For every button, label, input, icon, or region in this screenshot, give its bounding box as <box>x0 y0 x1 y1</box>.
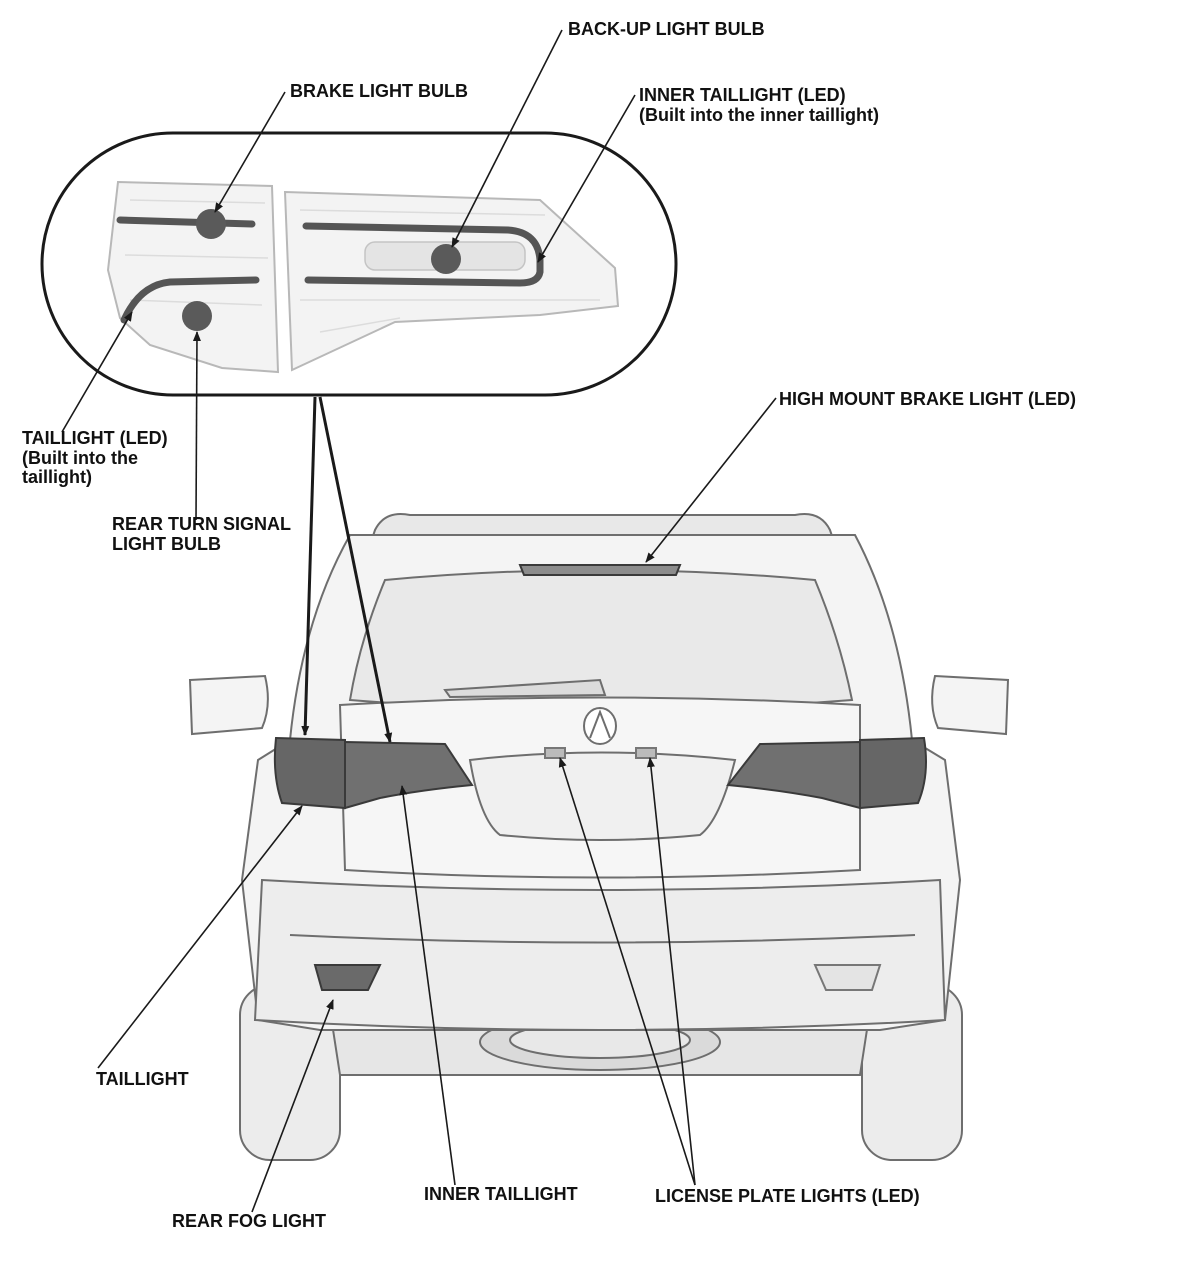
left-rear-fog-light <box>313 964 382 991</box>
inner-taillight-led-sublabel: (Built into the inner taillight) <box>639 105 879 125</box>
license-plate-lights-label: LICENSE PLATE LIGHTS (LED) <box>655 1186 920 1206</box>
right-rear-fog-light <box>813 964 882 991</box>
backup-light-bulb-label: BACK-UP LIGHT BULB <box>568 19 765 39</box>
rear-turn-signal-label: REAR TURN SIGNAL <box>112 514 291 534</box>
rear-turn-signal-bulb-marker <box>182 301 212 331</box>
taillight-detail-inset <box>40 131 678 397</box>
high-mount-brake-light <box>518 564 682 576</box>
left-taillight <box>273 736 346 810</box>
brake-light-bulb-marker <box>196 209 226 239</box>
leader-lines <box>61 29 777 1213</box>
taillight-label: TAILLIGHT <box>96 1069 189 1089</box>
brake-light-strip <box>116 216 256 228</box>
rear-turn-signal-sublabel: LIGHT BULB <box>112 534 221 554</box>
right-taillight <box>859 736 927 810</box>
inner-taillight-led-label: INNER TAILLIGHT (LED) <box>639 85 846 105</box>
left-inner-taillight <box>344 740 474 810</box>
vehicle-rear-view <box>188 513 1010 1161</box>
inner-taillight-label: INNER TAILLIGHT <box>424 1184 578 1204</box>
taillight-led-sublabel-2: taillight) <box>22 467 92 487</box>
high-mount-brake-light-label: HIGH MOUNT BRAKE LIGHT (LED) <box>779 389 1076 409</box>
brake-light-bulb-label: BRAKE LIGHT BULB <box>290 81 468 101</box>
backup-light-bulb-marker <box>431 244 461 274</box>
taillight-led-sublabel-1: (Built into the <box>22 448 138 468</box>
taillight-led-label: TAILLIGHT (LED) <box>22 428 168 448</box>
right-inner-taillight <box>726 740 861 810</box>
inner-taillight-led-strip <box>302 222 544 287</box>
vehicle-lights <box>273 564 927 991</box>
rear-fog-light-label: REAR FOG LIGHT <box>172 1211 326 1231</box>
